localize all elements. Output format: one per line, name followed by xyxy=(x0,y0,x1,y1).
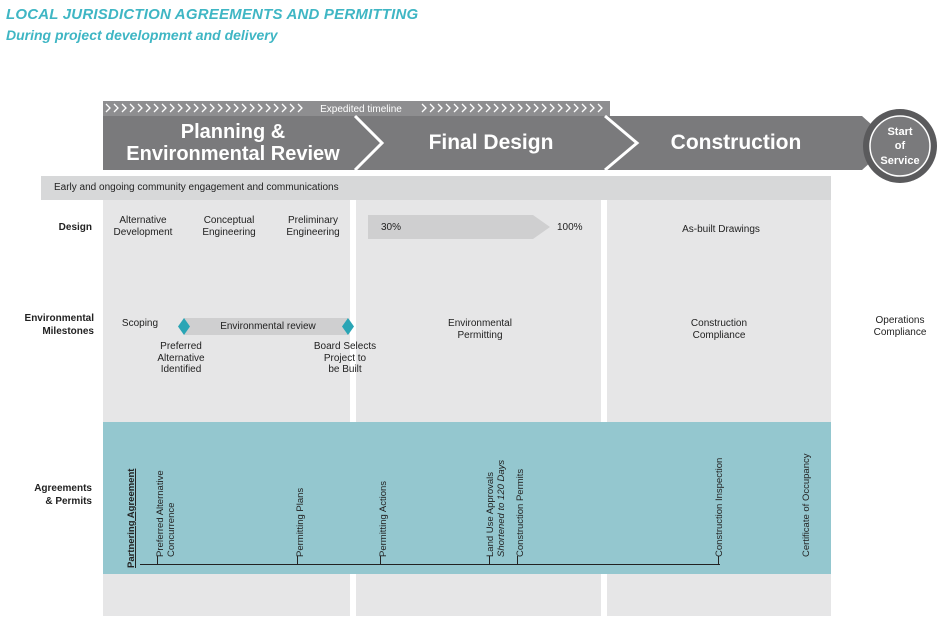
env-board-selects: Board Selects Project to be Built xyxy=(313,341,377,375)
agreement-permitting-actions: Permitting Actions xyxy=(378,480,389,557)
env-operations-compliance: Operations Compliance xyxy=(873,315,927,338)
phase-arrow-planning xyxy=(103,116,382,170)
tick-construction-inspection xyxy=(718,556,719,565)
phase-arrow-final-design xyxy=(357,116,637,170)
design-progress-arrow xyxy=(368,215,550,239)
row-label-design: Design xyxy=(58,222,92,233)
phase-arrow-construction xyxy=(607,116,892,170)
page-subtitle: During project development and delivery xyxy=(6,27,278,43)
diamond-board-icon xyxy=(342,318,354,335)
phase-label-planning: Planning & Environmental Review xyxy=(126,121,340,165)
design-pct-start: 30% xyxy=(381,222,402,233)
engagement-bar xyxy=(41,176,831,200)
env-construction-compliance: Construction Compliance xyxy=(690,318,748,341)
tick-preferred xyxy=(157,556,158,565)
agreement-certificate-occupancy: Certificate of Occupancy xyxy=(801,453,812,558)
start-of-service-label: Start of Service xyxy=(880,126,920,167)
agreement-land-use: Land Use Approvals Shortened to 120 Days xyxy=(485,459,507,557)
expedited-chevrons xyxy=(105,103,603,113)
env-preferred-alternative: Preferred Alternative Identified xyxy=(157,341,205,375)
env-review-markers xyxy=(178,318,354,335)
engagement-label: Early and ongoing community engagement a… xyxy=(54,182,339,193)
phase-label-final-design: Final Design xyxy=(428,131,554,154)
agreements-baseline xyxy=(140,564,720,565)
phase-label-construction: Construction xyxy=(670,131,802,154)
tick-permitting-actions xyxy=(380,556,381,565)
expedited-label: Expedited timeline xyxy=(320,104,402,115)
design-preliminary-engineering: Preliminary Engineering xyxy=(286,215,340,238)
agreement-preferred-alternative: Preferred Alternative Concurrence xyxy=(155,470,177,557)
tick-land-use xyxy=(489,556,490,565)
env-review-bar xyxy=(184,318,348,335)
expedited-bar xyxy=(103,101,610,116)
env-scoping: Scoping xyxy=(121,318,159,329)
row-label-environmental: Environmental Milestones xyxy=(24,313,94,337)
agreements-band xyxy=(103,422,831,574)
design-as-built: As-built Drawings xyxy=(682,224,760,235)
env-review-label: Environmental review xyxy=(220,321,316,332)
design-conceptual-engineering: Conceptual Engineering xyxy=(202,215,256,238)
agreement-construction-permits: Construction Permits xyxy=(515,468,526,557)
design-alternative-development: Alternative Development xyxy=(113,215,173,238)
tick-construction-permits xyxy=(517,556,518,565)
tick-permitting-plans xyxy=(297,556,298,565)
phase-timeline xyxy=(103,101,937,183)
design-pct-end: 100% xyxy=(557,222,583,233)
page-title: LOCAL JURISDICTION AGREEMENTS AND PERMIT… xyxy=(6,6,419,23)
agreement-partnering: Partnering Agreement xyxy=(126,468,137,568)
agreement-construction-inspection: Construction Inspection xyxy=(714,457,725,557)
diamond-preferred-icon xyxy=(178,318,190,335)
env-permitting: Environmental Permitting xyxy=(448,318,512,341)
agreement-permitting-plans: Permitting Plans xyxy=(295,487,306,557)
row-label-agreements: Agreements & Permits xyxy=(34,483,92,507)
